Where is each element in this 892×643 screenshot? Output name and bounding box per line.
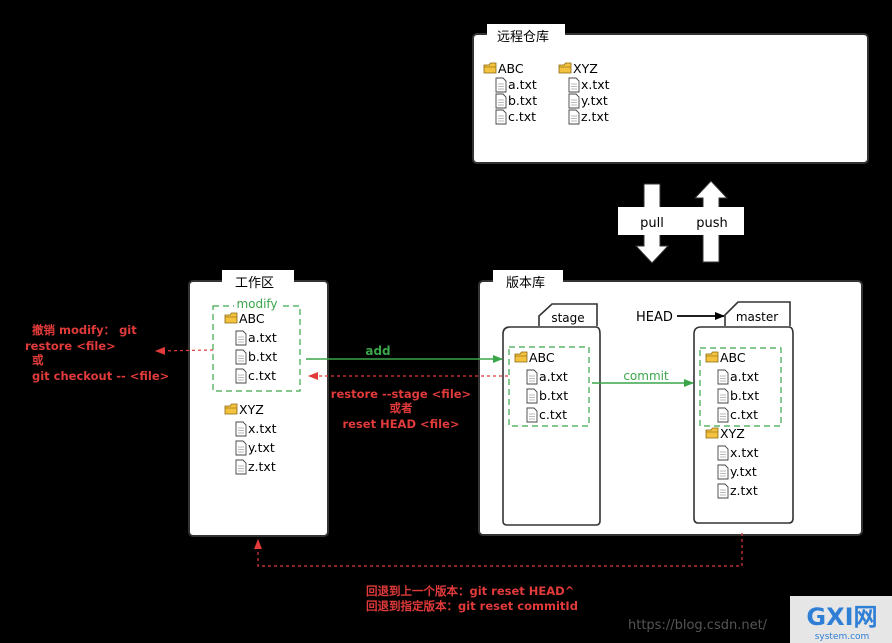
file-icon xyxy=(717,407,729,423)
gxi-logo: GXI网 system.com xyxy=(790,596,892,643)
file-name: a.txt xyxy=(508,77,537,92)
file-name: x.txt xyxy=(730,445,759,460)
file-name: a.txt xyxy=(539,369,568,384)
restore-text-line: reset HEAD <file> xyxy=(342,417,459,431)
modify-label: modify xyxy=(236,297,277,311)
folder-icon xyxy=(224,403,238,415)
folder-name: ABC xyxy=(529,350,555,365)
file-name: b.txt xyxy=(508,93,537,108)
folder-icon xyxy=(705,351,719,363)
add-label: add xyxy=(365,344,390,358)
folder-name: ABC xyxy=(498,61,524,76)
workspace-title-tab xyxy=(222,270,294,292)
stage-file-tree: ABC a.txt b.txt c.txt xyxy=(514,350,568,423)
file-name: c.txt xyxy=(730,407,758,422)
file-name: y.txt xyxy=(248,440,275,455)
master-group-box xyxy=(699,347,782,427)
file-name: x.txt xyxy=(248,421,277,436)
folder-name: XYZ xyxy=(720,426,745,441)
logo-subtext: system.com xyxy=(815,632,870,642)
repo-title: 版本库 xyxy=(506,275,545,291)
folder-icon xyxy=(705,427,719,439)
remote-panel xyxy=(472,33,869,164)
repo-title-tab xyxy=(493,270,563,292)
file-name: c.txt xyxy=(508,109,536,124)
folder-name: XYZ xyxy=(239,402,264,417)
file-icon xyxy=(235,368,247,384)
rollback-arrow xyxy=(254,533,743,567)
file-icon xyxy=(235,421,247,437)
file-icon xyxy=(568,93,580,109)
file-icon xyxy=(235,330,247,346)
folder-name: XYZ xyxy=(573,61,598,76)
file-icon xyxy=(495,109,507,125)
master-tab-label: master xyxy=(736,310,778,324)
restore-text-line: restore --stage <file> xyxy=(331,387,471,401)
file-name: a.txt xyxy=(248,330,277,345)
folder-icon xyxy=(224,312,238,324)
file-name: z.txt xyxy=(730,483,758,498)
file-icon xyxy=(717,483,729,499)
rollback-text: 回退到上一个版本：git reset HEAD^回退到指定版本：git rese… xyxy=(366,584,578,613)
file-name: b.txt xyxy=(539,388,568,403)
undo-text-line: git checkout -- <file> xyxy=(32,369,169,383)
restore-text-line: 或者 xyxy=(390,401,413,415)
file-icon xyxy=(235,459,247,475)
remote-title: 远程仓库 xyxy=(497,29,549,45)
folder-icon xyxy=(514,351,528,363)
logo-text: GXI网 xyxy=(806,603,877,631)
rollback-text-line: 回退到上一个版本：git reset HEAD^ xyxy=(366,584,574,598)
file-name: b.txt xyxy=(730,388,759,403)
file-icon xyxy=(526,369,538,385)
file-name: c.txt xyxy=(248,368,276,383)
undo-modify-text: 撤销 modify： git restore <file>或 git checkou… xyxy=(25,323,169,383)
undo-text-line: 或 xyxy=(32,353,44,367)
undo-text-line: restore <file> xyxy=(25,339,116,353)
file-name: y.txt xyxy=(581,93,608,108)
folder-icon xyxy=(483,62,497,74)
file-icon xyxy=(717,445,729,461)
file-icon xyxy=(526,407,538,423)
workspace-title: 工作区 xyxy=(235,276,274,291)
pull-push-label-band xyxy=(618,207,744,235)
file-name: y.txt xyxy=(730,464,757,479)
master-tab xyxy=(724,301,791,326)
file-icon xyxy=(495,77,507,93)
undo-text-line: 撤销 modify： git xyxy=(32,323,137,337)
folder-name: ABC xyxy=(239,311,265,326)
file-name: x.txt xyxy=(581,77,610,92)
file-icon xyxy=(717,369,729,385)
file-icon xyxy=(235,440,247,456)
file-icon xyxy=(495,93,507,109)
stage-tab-label: stage xyxy=(551,311,584,325)
commit-label: commit xyxy=(623,369,669,383)
file-icon xyxy=(717,464,729,480)
stage-group-box xyxy=(508,346,590,427)
watermark-url: https://blog.csdn.net/ xyxy=(628,618,768,633)
head-label: HEAD xyxy=(636,310,673,325)
rollback-text-line: 回退到指定版本：git reset commitId xyxy=(366,599,578,613)
file-name: z.txt xyxy=(581,109,609,124)
restore-text: restore --stage <file>或者 reset HEAD <file… xyxy=(331,387,471,431)
file-icon xyxy=(235,349,247,365)
file-name: b.txt xyxy=(248,349,277,364)
folder-icon xyxy=(558,62,572,74)
pull-label: pull xyxy=(640,216,664,231)
folder-name: ABC xyxy=(720,350,746,365)
file-name: c.txt xyxy=(539,407,567,422)
file-icon xyxy=(568,109,580,125)
push-label: push xyxy=(696,216,728,231)
file-icon xyxy=(526,388,538,404)
remote-title-tab xyxy=(487,24,565,46)
file-icon xyxy=(717,388,729,404)
file-icon xyxy=(568,77,580,93)
stage-tab xyxy=(538,303,598,326)
file-name: z.txt xyxy=(248,459,276,474)
file-name: a.txt xyxy=(730,369,759,384)
